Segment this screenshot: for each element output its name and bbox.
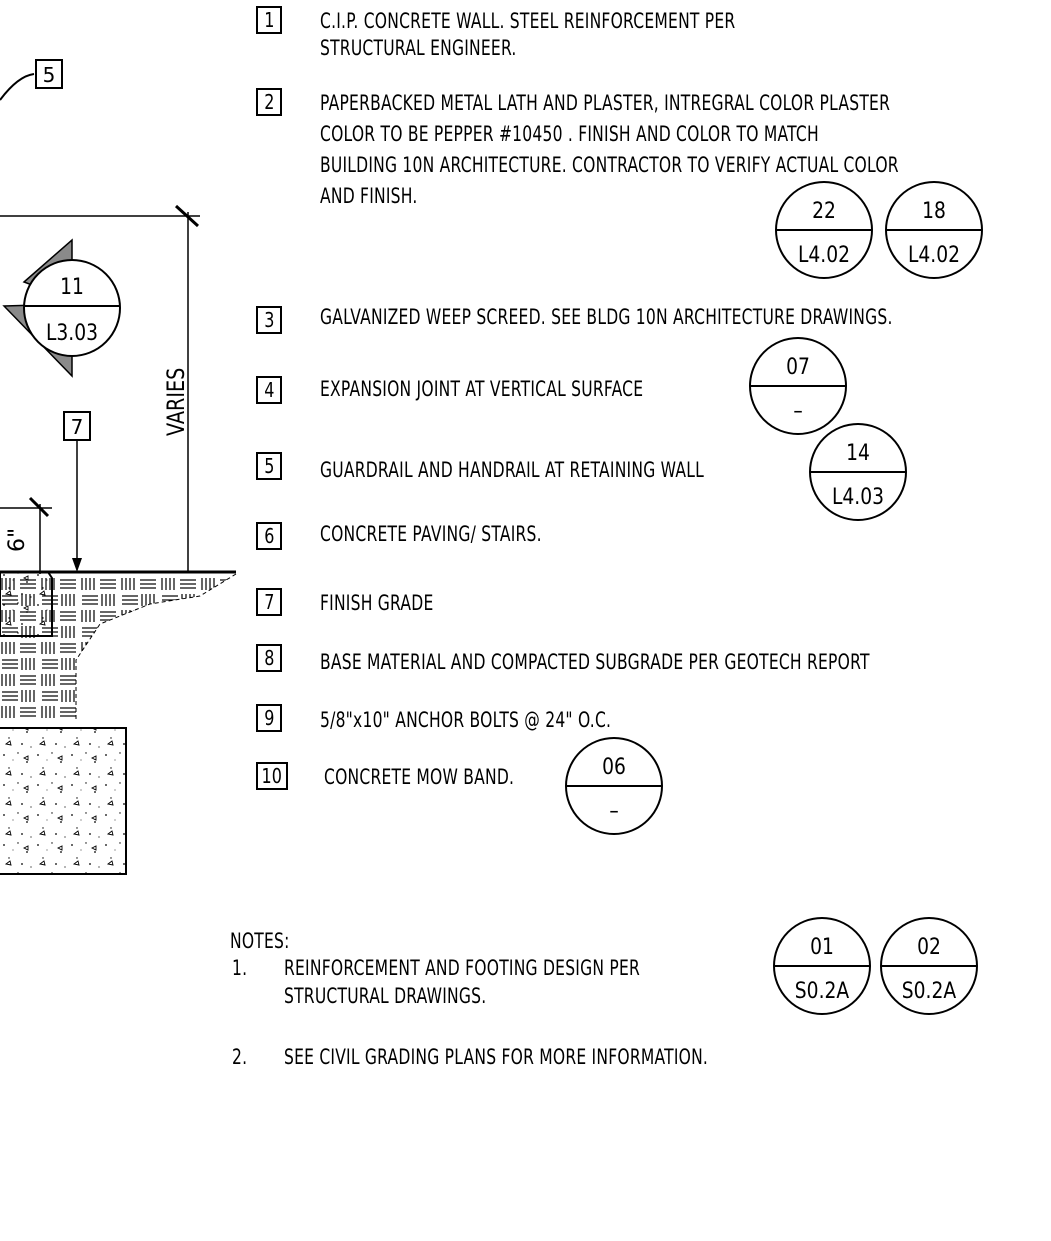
keynote-tag-10: 10 <box>256 762 288 790</box>
detail-ref-sheet-01: S0.2A <box>795 978 849 1004</box>
detail-ref-circle-07 <box>749 337 847 435</box>
keynote-4-line-1: EXPANSION JOINT AT VERTICAL SURFACE <box>320 377 644 401</box>
keynote-tag-2: 2 <box>256 88 282 116</box>
keynote-9-line-1: 5/8"x10" ANCHOR BOLTS @ 24" O.C. <box>320 708 612 732</box>
detail-ref-11-top: 11 <box>60 274 84 300</box>
concrete-paving <box>0 571 53 637</box>
keynote-1-line-1: C.I.P. CONCRETE WALL. STEEL REINFORCEMEN… <box>320 9 736 33</box>
detail-ref-11-bottom: L3.03 <box>46 320 98 346</box>
keynote-6-line-1: CONCRETE PAVING/ STAIRS. <box>320 522 542 546</box>
keynote-2-line-2: COLOR TO BE PEPPER #10450 . FINISH AND C… <box>320 122 819 146</box>
detail-ref-number-06: 06 <box>602 754 626 780</box>
detail-ref-number-14: 14 <box>846 440 870 466</box>
note-1-line-1: REINFORCEMENT AND FOOTING DESIGN PER <box>284 956 641 980</box>
keynote-1-line-2: STRUCTURAL ENGINEER. <box>320 36 517 60</box>
tag-7-label: 7 <box>71 415 84 439</box>
detail-ref-circle-02 <box>880 917 978 1015</box>
detail-ref-11 <box>23 259 121 357</box>
detail-ref-sheet-18: L4.02 <box>908 242 960 268</box>
keynote-2-line-1: PAPERBACKED METAL LATH AND PLASTER, INTR… <box>320 91 891 115</box>
keynote-tag-7: 7 <box>256 588 282 616</box>
leader-line-5 <box>0 73 35 101</box>
notes-heading: NOTES: <box>230 929 290 953</box>
keynote-8-line-1: BASE MATERIAL AND COMPACTED SUBGRADE PER… <box>320 650 870 674</box>
detail-ref-sheet-02: S0.2A <box>902 978 956 1004</box>
keynote-tag-9: 9 <box>256 704 282 732</box>
keynote-3-line-1: GALVANIZED WEEP SCREED. SEE BLDG 10N ARC… <box>320 305 893 329</box>
note-1-number: 1. <box>232 956 248 980</box>
keynote-tag-4: 4 <box>256 376 282 404</box>
concrete-footing <box>0 727 127 875</box>
detail-ref-sheet-14: L4.03 <box>832 484 884 510</box>
detail-ref-sheet-07: – <box>793 398 802 424</box>
keynote-2-line-3: BUILDING 10N ARCHITECTURE. CONTRACTOR TO… <box>320 153 899 177</box>
keynote-2-line-4: AND FINISH. <box>320 184 418 208</box>
subgrade-hatch <box>0 574 236 720</box>
note-2-line-1: SEE CIVIL GRADING PLANS FOR MORE INFORMA… <box>284 1045 709 1069</box>
detail-ref-circle-14 <box>809 423 907 521</box>
detail-ref-number-22: 22 <box>812 198 836 224</box>
detail-ref-sheet-22: L4.02 <box>798 242 850 268</box>
keynote-5-line-1: GUARDRAIL AND HANDRAIL AT RETAINING WALL <box>320 458 704 482</box>
detail-ref-circle-18 <box>885 181 983 279</box>
keynote-10-line-1: CONCRETE MOW BAND. <box>324 765 515 789</box>
keynote-tag-8: 8 <box>256 644 282 672</box>
tag-5-label: 5 <box>43 63 56 87</box>
keynote-tag-5: 5 <box>256 452 282 480</box>
note-2-number: 2. <box>232 1045 248 1069</box>
detail-ref-number-02: 02 <box>917 934 941 960</box>
detail-ref-circle-01 <box>773 917 871 1015</box>
dim-varies-label: VARIES <box>163 368 191 436</box>
section-drawing: 5 11 L3.03 VARIES 7 6" <box>0 59 237 875</box>
detail-ref-sheet-06: – <box>609 798 618 824</box>
keynote-tag-3: 3 <box>256 306 282 334</box>
keynote-tag-1: 1 <box>256 6 282 34</box>
keynote-7-line-1: FINISH GRADE <box>320 591 434 615</box>
detail-ref-circle-06 <box>565 737 663 835</box>
note-1-line-2: STRUCTURAL DRAWINGS. <box>284 984 487 1008</box>
detail-ref-number-01: 01 <box>810 934 834 960</box>
detail-ref-circle-22 <box>775 181 873 279</box>
keynote-tag-6: 6 <box>256 522 282 550</box>
detail-ref-number-18: 18 <box>922 198 946 224</box>
dim-6in-label: 6" <box>5 528 30 552</box>
detail-ref-number-07: 07 <box>786 354 810 380</box>
tag-box-5 <box>35 59 63 89</box>
